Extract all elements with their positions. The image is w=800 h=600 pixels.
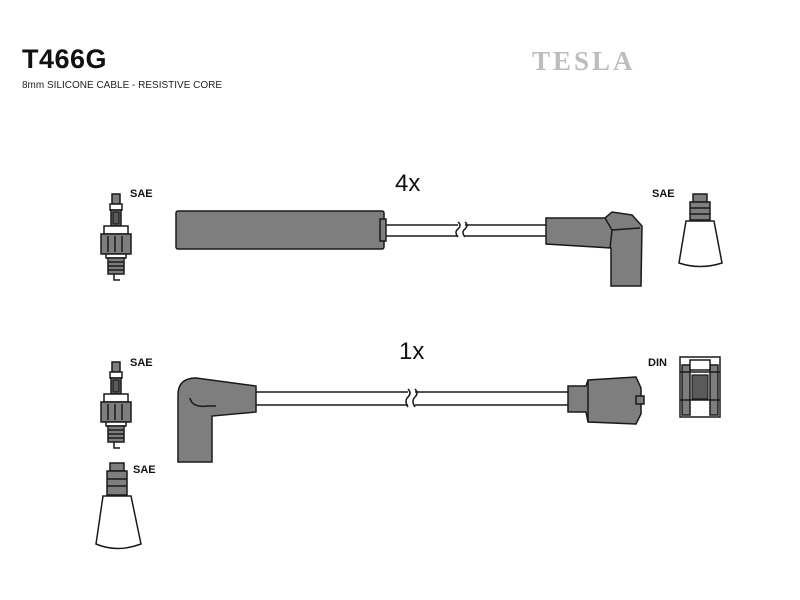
set2-left-terminal-label: SAE [130,357,153,369]
cable-set2 [256,388,568,408]
cable-set1 [386,221,546,238]
terminal-cap-icon-set2 [95,462,142,550]
din-boot-set2 [567,376,645,425]
cable-description: 8mm SILICONE CABLE - RESISTIVE CORE [22,80,223,91]
set1-right-terminal-label: SAE [652,188,675,200]
set1-quantity: 4x [395,170,421,197]
spark-plug-icon-set1 [100,193,132,281]
brand-logo: TESLA [532,46,636,76]
angled-boot-set2 [177,377,257,463]
set1-left-terminal-label: SAE [130,188,153,200]
straight-boot-set1 [175,210,385,250]
set2-quantity: 1x [399,338,425,365]
terminal-cap-icon-set1 [678,193,723,268]
part-number-title: T466G [22,44,108,74]
set2-right-terminal-label: DIN [648,357,667,369]
set2-extra-terminal-label: SAE [133,464,156,476]
din-connector-icon [679,356,721,418]
spark-plug-icon-set2 [100,361,132,449]
angled-boot-set1 [545,211,643,287]
